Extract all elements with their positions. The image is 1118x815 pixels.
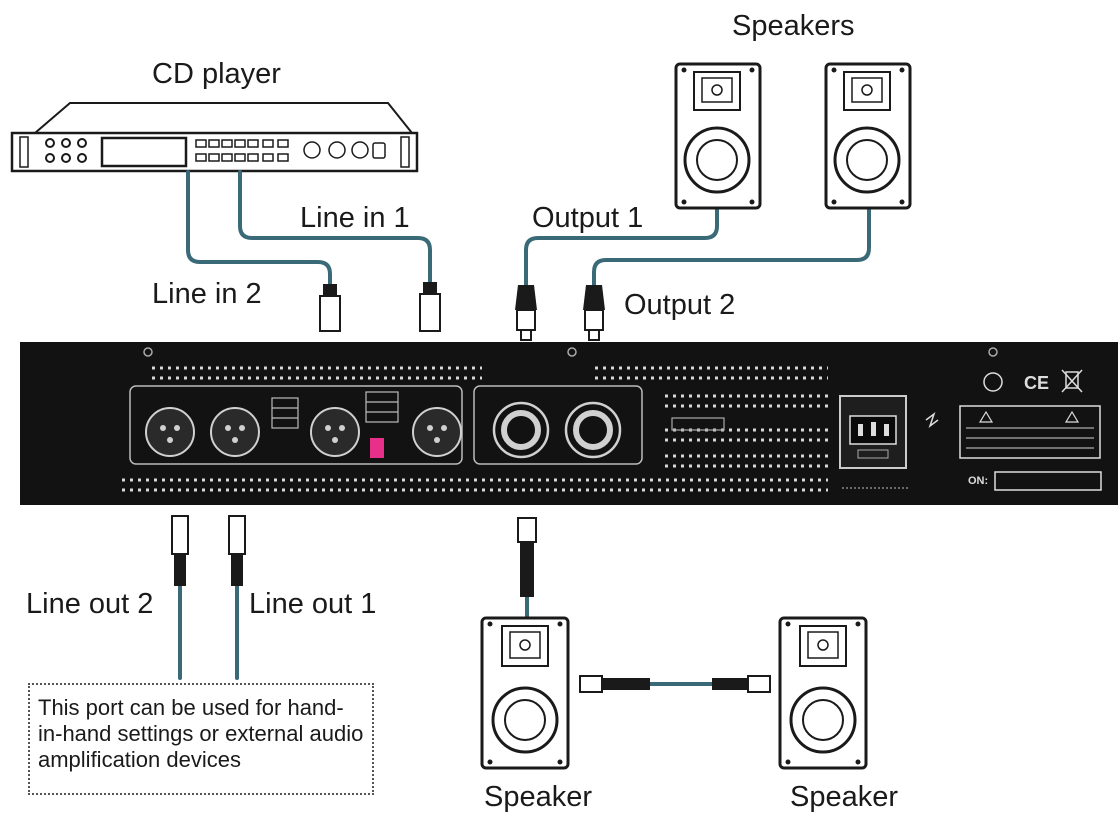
plug-line-in-1	[419, 282, 441, 332]
output-1-label: Output 1	[532, 202, 644, 234]
cd-buttons	[195, 139, 386, 162]
line-out-1-label: Line out 1	[249, 588, 377, 620]
line-out-2-label: Line out 2	[26, 588, 154, 620]
amplifier-rear-panel: CE ON:	[20, 342, 1118, 505]
cd-player	[10, 102, 419, 173]
speaker-top-left	[674, 62, 762, 210]
plug-line-out-1	[228, 515, 246, 586]
panel-on-label: ON:	[968, 475, 988, 487]
link-cable-plugs	[579, 675, 771, 693]
warning-label	[959, 405, 1101, 459]
pink-switch	[370, 438, 384, 458]
speaker-top-right	[824, 62, 912, 210]
speaker-left-label: Speaker	[484, 781, 593, 813]
cd-player-label: CD player	[152, 58, 281, 90]
xlr-connector-icons	[145, 407, 462, 457]
line-in-1-label: Line in 1	[300, 202, 410, 234]
speakers-label: Speakers	[732, 10, 855, 42]
output-module	[473, 385, 643, 465]
ce-mark-icon: CE	[1024, 373, 1049, 393]
cd-display	[100, 136, 188, 168]
note-box: This port can be used for hand-in-hand s…	[28, 683, 374, 795]
vent-strips	[122, 366, 828, 492]
plug-output-1	[515, 285, 537, 341]
weee-bin-icon	[1061, 369, 1083, 393]
speaker-bottom-right	[778, 616, 868, 770]
output-2-label: Output 2	[624, 289, 736, 321]
note-text: This port can be used for hand-in-hand s…	[38, 695, 364, 772]
speakon-connector-icons	[492, 401, 622, 459]
power-inlet-icon	[839, 395, 907, 469]
cables	[178, 170, 871, 686]
ccc-icon	[983, 372, 1003, 392]
speaker-bottom-left	[480, 616, 570, 770]
plug-line-out-2	[171, 515, 189, 586]
plug-speaker-output	[517, 517, 537, 597]
line-in-2-label: Line in 2	[152, 278, 262, 310]
plug-line-in-2	[319, 284, 341, 332]
speaker-right-label: Speaker	[790, 781, 899, 813]
plug-output-2	[583, 285, 605, 341]
cd-knobs	[45, 138, 87, 163]
